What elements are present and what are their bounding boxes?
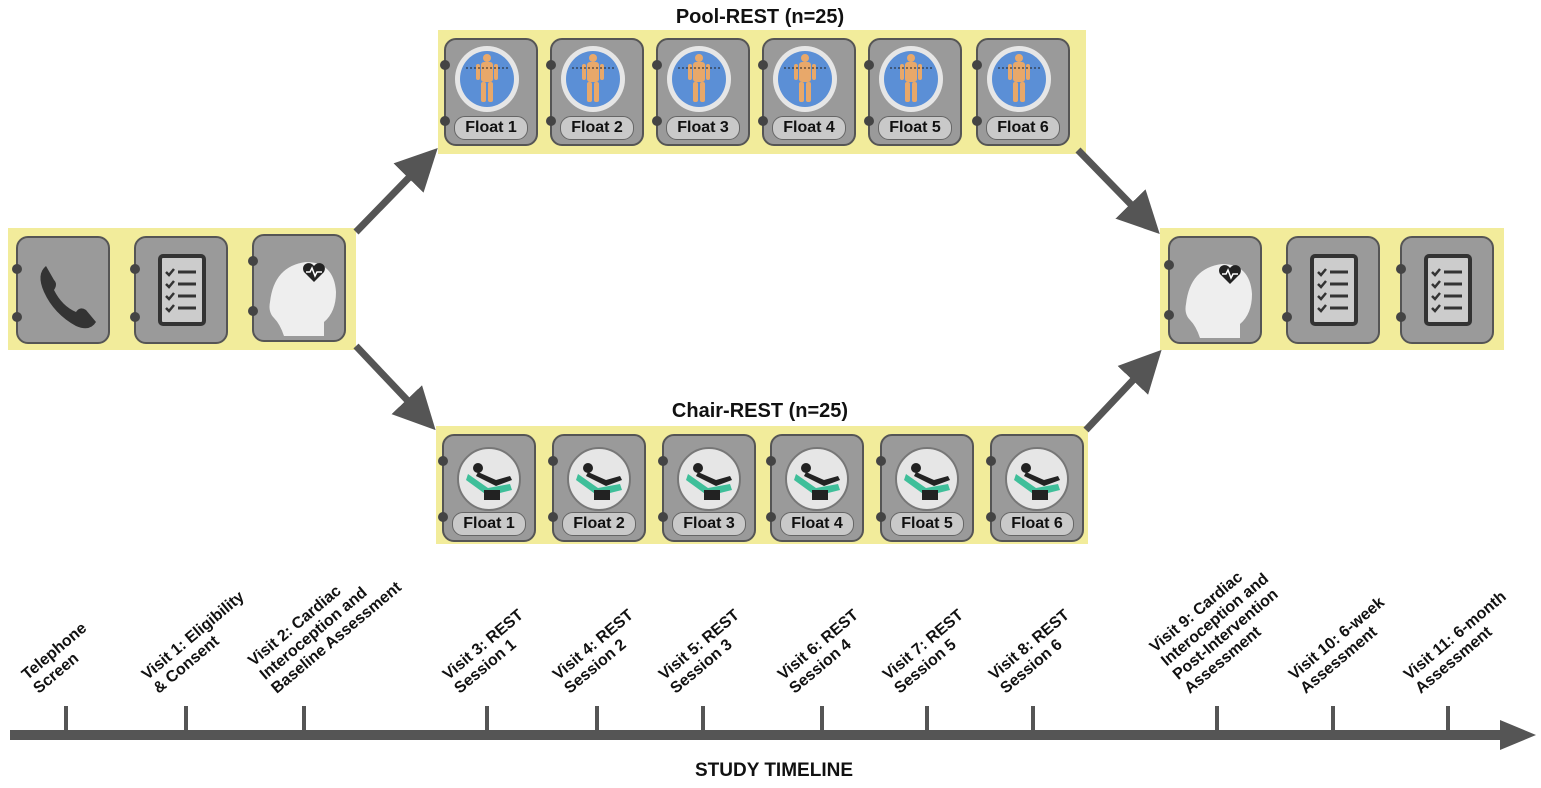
timeline-tick [1446,706,1450,732]
timeline-tick [485,706,489,732]
pool-float-card-6: Float 6 [972,38,1070,146]
chair-title: Chair-REST (n=25) [671,400,849,422]
float-label: Float 6 [1000,512,1074,536]
pool-float-card-2: Float 2 [546,38,644,146]
recliner-icon [1005,447,1069,511]
recliner-icon [677,447,741,511]
chair-float-card-6: Float 6 [986,434,1084,542]
phone-icon [40,266,96,329]
checklist-icon [1424,254,1472,326]
floating-person-icon [455,46,519,112]
interoception-card [248,234,346,342]
float-label: Float 1 [454,116,528,140]
timeline-tick [925,706,929,732]
timeline-tick [302,706,306,732]
floating-person-icon [667,46,731,112]
float-label: Float 4 [780,512,854,536]
floating-person-icon [987,46,1051,112]
float-label: Float 6 [986,116,1060,140]
arrow-to-pool [353,147,438,235]
checklist-icon [1310,254,1358,326]
pool-title: Pool-REST (n=25) [675,6,845,28]
timeline-tick [1215,706,1219,732]
timeline-tick [701,706,705,732]
float-label: Float 2 [562,512,636,536]
chair-float-card-5: Float 5 [876,434,974,542]
timeline-tick [1331,706,1335,732]
timeline-tick [820,706,824,732]
post-interoception-card [1164,236,1262,344]
float-label: Float 5 [890,512,964,536]
checklist-icon [158,254,206,326]
recliner-icon [785,447,849,511]
pool-float-card-3: Float 3 [652,38,750,146]
float-label: Float 5 [878,116,952,140]
recliner-icon [567,447,631,511]
floating-person-icon [879,46,943,112]
timeline-tick [184,706,188,732]
float-label: Float 2 [560,116,634,140]
chair-band [436,426,1088,544]
timeline-title: STUDY TIMELINE [695,760,853,781]
timeline-arrowhead [1500,720,1536,750]
checklist-card-3 [1396,236,1494,344]
arrow-to-chair [353,343,436,431]
timeline-axis [10,730,1506,740]
checklist-card-2 [1282,236,1380,344]
recliner-icon [895,447,959,511]
telephone-card [12,236,110,344]
timeline-tick [1031,706,1035,732]
timeline-tick [595,706,599,732]
recliner-icon [457,447,521,511]
timeline-tick [64,706,68,732]
head-heart-icon [269,262,336,336]
chair-float-card-4: Float 4 [766,434,864,542]
head-heart-icon [1185,264,1252,338]
float-label: Float 4 [772,116,846,140]
chair-float-card-2: Float 2 [548,434,646,542]
float-label: Float 3 [666,116,740,140]
float-label: Float 1 [452,512,526,536]
floating-person-icon [773,46,837,112]
arrow-from-chair [1083,349,1162,433]
pool-float-card-1: Float 1 [440,38,538,146]
floating-person-icon [561,46,625,112]
float-label: Float 3 [672,512,746,536]
pool-float-card-5: Float 5 [864,38,962,146]
arrow-from-pool [1075,147,1160,235]
checklist-card-1 [130,236,228,344]
chair-float-card-3: Float 3 [658,434,756,542]
chair-float-card-1: Float 1 [438,434,536,542]
pool-float-card-4: Float 4 [758,38,856,146]
